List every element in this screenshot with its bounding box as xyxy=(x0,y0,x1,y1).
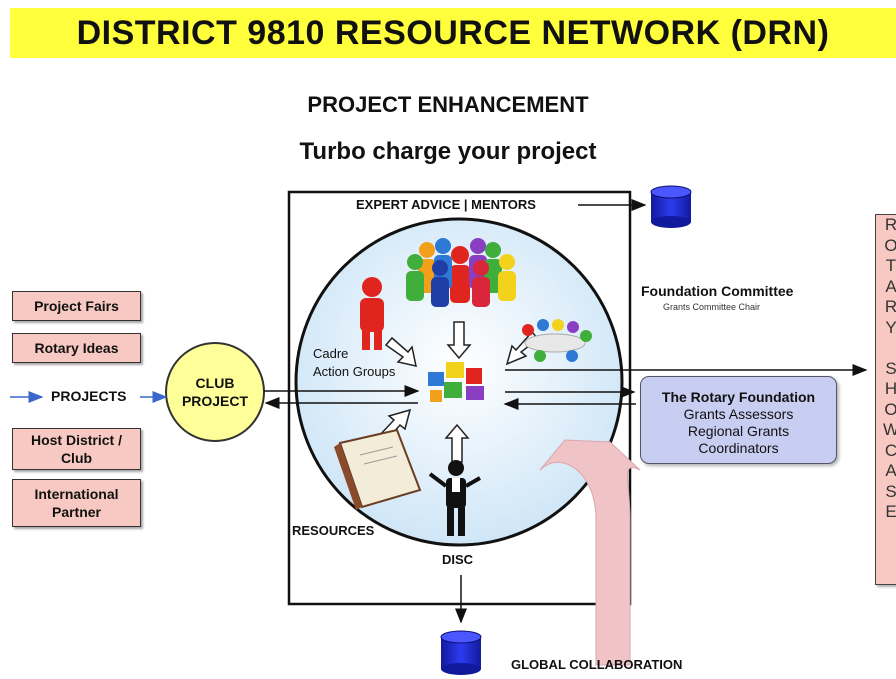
showcase-letter: R xyxy=(884,297,896,316)
team-people-icon xyxy=(406,238,516,307)
global-collaboration-label: GLOBAL COLLABORATION xyxy=(511,657,683,672)
showcase-letter: C xyxy=(884,440,896,460)
disc-presenter-icon xyxy=(428,460,481,536)
global-collaboration-arrow xyxy=(539,439,641,666)
foundation-committee-title: Foundation Committee xyxy=(641,283,794,299)
collaboration-puzzle-icon xyxy=(428,362,484,402)
section-subheading: Turbo charge your project xyxy=(299,138,597,165)
showcase-letter: T xyxy=(885,256,896,275)
meeting-table-icon xyxy=(522,319,592,362)
database-icon-top xyxy=(650,185,692,228)
showcase-letter: E xyxy=(885,502,896,521)
showcase-letter: W xyxy=(882,420,896,439)
showcase-letter: O xyxy=(884,399,896,419)
showcase-letter: R xyxy=(884,215,896,234)
page-title: DISTRICT 9810 RESOURCE NETWORK (DRN) xyxy=(76,14,830,52)
cadre-label: Cadre Action Groups xyxy=(313,346,396,379)
showcase-letter: A xyxy=(885,461,896,480)
host-district-box: Host District / Club xyxy=(12,428,141,470)
rotary-foundation-box: The Rotary Foundation Grants Assessors R… xyxy=(640,376,837,464)
resources-book-icon xyxy=(334,428,422,510)
cadre-person-icon xyxy=(360,277,384,350)
projects-label: PROJECTS xyxy=(51,388,127,404)
showcase-letter: H xyxy=(884,379,896,398)
database-icon-bottom xyxy=(440,630,482,675)
showcase-letter: A xyxy=(885,276,896,296)
foundation-committee-subtitle: Grants Committee Chair xyxy=(663,302,761,312)
title-banner: DISTRICT 9810 RESOURCE NETWORK (DRN) xyxy=(10,8,896,58)
resources-label: RESOURCES xyxy=(292,523,375,538)
expert-advice-label: EXPERT ADVICE | MENTORS xyxy=(356,197,536,212)
showcase-letter xyxy=(876,338,896,359)
showcase-letter: O xyxy=(884,235,896,255)
rotary-ideas-box: Rotary Ideas xyxy=(12,333,141,363)
showcase-letter: S xyxy=(885,481,896,501)
club-project-label: CLUB PROJECT xyxy=(181,375,249,409)
project-fairs-box: Project Fairs xyxy=(12,291,141,321)
showcase-letter: S xyxy=(885,358,896,378)
disc-label: DISC xyxy=(442,552,474,567)
international-partner-box: International Partner xyxy=(12,479,141,527)
section-heading: PROJECT ENHANCEMENT xyxy=(307,92,589,117)
showcase-letter: Y xyxy=(885,317,896,337)
